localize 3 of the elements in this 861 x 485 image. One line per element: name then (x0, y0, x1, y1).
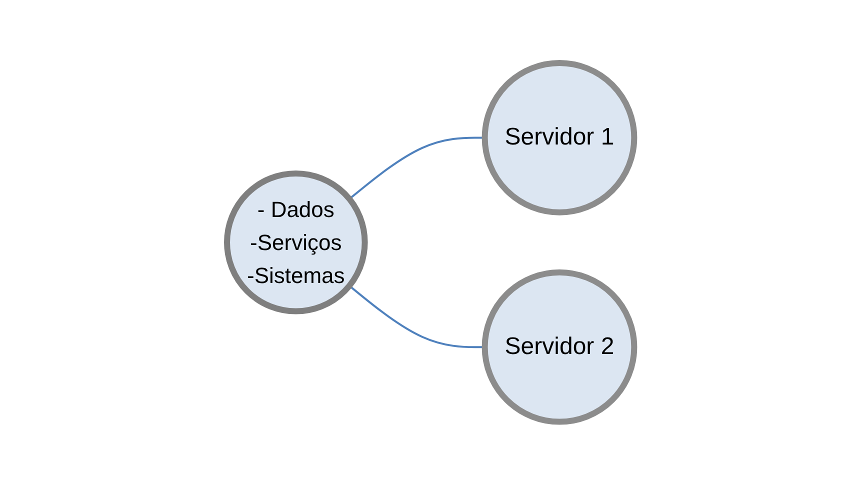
node-circle: Servidor 1 (482, 60, 638, 216)
node-circle: - Dados -Serviços -Sistemas (224, 170, 368, 314)
node-circle: Servidor 2 (482, 270, 638, 425)
